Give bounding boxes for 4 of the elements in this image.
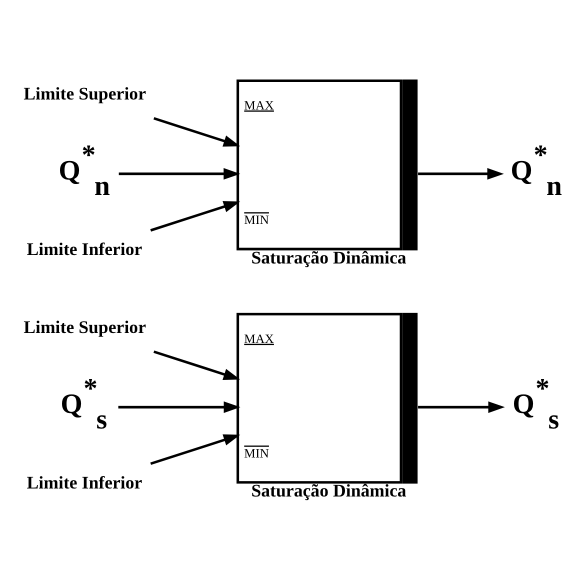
node-text: Limite Superior (24, 316, 146, 337)
node-text: Limite Inferior (26, 472, 142, 492)
node-text: Limite Superior (24, 83, 146, 104)
node-text: Limite Inferior (26, 239, 142, 260)
